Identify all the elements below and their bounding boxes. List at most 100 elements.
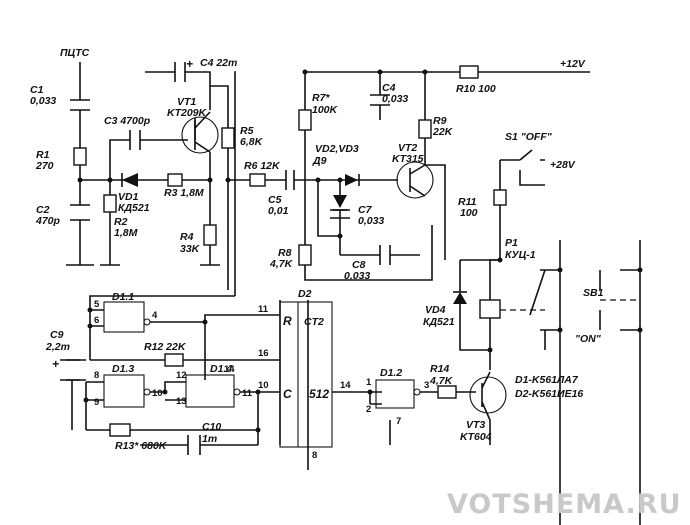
label-c5: C5: [268, 194, 282, 206]
label-vd2-vd3-type: Д9: [312, 155, 327, 167]
pin-3: 3: [424, 380, 429, 391]
label-ct2: CT2: [304, 316, 324, 328]
component-labels: ПЦТС C1 0,033 R1 270 C2 470p C3 4700p VT…: [30, 47, 604, 452]
label-note-d2: D2-K561ИЕ16: [515, 388, 583, 400]
pin-12: 12: [176, 370, 187, 381]
r10-body: [459, 65, 479, 79]
r13-body: [109, 423, 131, 437]
capacitors: [60, 62, 391, 455]
label-r1: R1: [36, 149, 50, 161]
pin-11-counter: 11: [258, 304, 269, 315]
label-r10: R10 100: [456, 83, 496, 95]
pin-10: 10: [152, 388, 163, 399]
label-plus-28v: +28V: [550, 159, 576, 171]
label-on: "ON": [575, 333, 602, 345]
pin-8-counter: 8: [312, 450, 317, 461]
c4-top-plates: [174, 62, 186, 82]
label-c9-plus: +: [52, 357, 59, 371]
pin-14-counter: 14: [340, 380, 351, 391]
watermark: VOTSHEMA.RU: [447, 489, 682, 520]
relay-coil: [479, 299, 501, 319]
vt2-body: [396, 161, 434, 199]
pin-4: 4: [152, 310, 158, 321]
label-r9-value: 22K: [432, 126, 454, 138]
label-r11: R11: [458, 196, 477, 208]
pin-2: 2: [366, 404, 371, 415]
pin-10-counter: 10: [258, 380, 269, 391]
label-vt2: VT2: [398, 142, 417, 154]
vd4-diode: [453, 292, 467, 304]
label-vd1: VD1: [118, 191, 139, 203]
label-d2: D2: [298, 288, 312, 300]
logic-gates: [103, 301, 421, 448]
r6-body: [249, 173, 266, 187]
label-d1-2: D1.2: [380, 367, 402, 379]
label-vt1: VT1: [177, 96, 196, 108]
label-c2: C2: [36, 204, 50, 216]
vt1-body: [181, 116, 219, 154]
diodes: [121, 173, 467, 304]
counter-d2: [279, 301, 333, 448]
gate-d1-4: [185, 374, 235, 408]
label-r2: R2: [114, 216, 128, 228]
label-r9: R9: [433, 115, 447, 127]
label-r14: R14: [430, 363, 449, 375]
label-r2-value: 1,8M: [114, 227, 138, 239]
pin-16: 16: [258, 348, 269, 359]
label-d1-3: D1.3: [112, 363, 134, 375]
pin-6: 6: [94, 315, 99, 326]
label-sb1: SB1: [583, 287, 604, 299]
label-vt1-type: KT209K: [167, 107, 208, 119]
label-c3: C3 4700p: [104, 115, 151, 127]
label-c4: C4: [382, 82, 396, 94]
label-vd4-type: КД521: [423, 316, 455, 328]
label-c7-value: 0,033: [358, 215, 384, 227]
switches: [500, 149, 640, 350]
label-r14-value: 4,7K: [429, 375, 454, 387]
label-r4: R4: [180, 231, 194, 243]
r8-body: [298, 244, 312, 266]
r12-body: [164, 353, 184, 367]
c3-plates: [129, 130, 141, 150]
label-vt2-type: KT315: [392, 153, 424, 165]
relay-contact: [529, 269, 546, 350]
r4-body: [203, 224, 217, 246]
label-c5-value: 0,01: [268, 205, 289, 217]
label-c9: C9: [50, 329, 64, 341]
c9-plates: [60, 359, 86, 381]
label-note-d1: D1-K561ЛА7: [515, 374, 579, 386]
counter-clock-label: C: [283, 387, 292, 401]
counter-divider-label: 512: [309, 387, 329, 401]
label-r1-value: 270: [35, 160, 54, 172]
r11-body: [493, 189, 507, 206]
label-c9-value: 2,2m: [45, 341, 70, 353]
label-s1: S1 "OFF": [505, 131, 553, 143]
label-d1-1: D1.1: [112, 291, 134, 303]
pin-5: 5: [94, 299, 100, 310]
c5-plates: [285, 170, 295, 190]
junctions: [77, 69, 643, 433]
r1-body: [73, 147, 87, 166]
vd2-diode: [333, 195, 347, 208]
pin-7: 7: [396, 416, 401, 427]
label-c4-value: 0,033: [382, 93, 408, 105]
r5-body: [221, 127, 235, 149]
gate-d1-3: [103, 374, 145, 408]
label-c4-plus: +: [186, 57, 193, 71]
label-r7: R7*: [312, 92, 330, 104]
pin-numbers: 5 6 4 11 16 10 14 8 8 9 10 12 13 14 11 1…: [94, 299, 429, 461]
vt3-body: [469, 376, 507, 414]
label-r6: R6 12K: [244, 160, 281, 172]
label-r12: R12 22K: [144, 341, 187, 353]
label-c8: C8: [352, 259, 366, 271]
gate-d1-1: [103, 301, 145, 333]
pin-13: 13: [176, 396, 187, 407]
wiring: [66, 62, 641, 525]
label-r7-value: 100K: [312, 104, 339, 116]
label-d1-4: D1.4: [210, 363, 232, 375]
label-c1-value: 0,033: [30, 95, 56, 107]
label-r8: R8: [278, 247, 292, 259]
label-r13: R13* 680K: [115, 440, 168, 452]
vd1-diode: [122, 173, 138, 187]
